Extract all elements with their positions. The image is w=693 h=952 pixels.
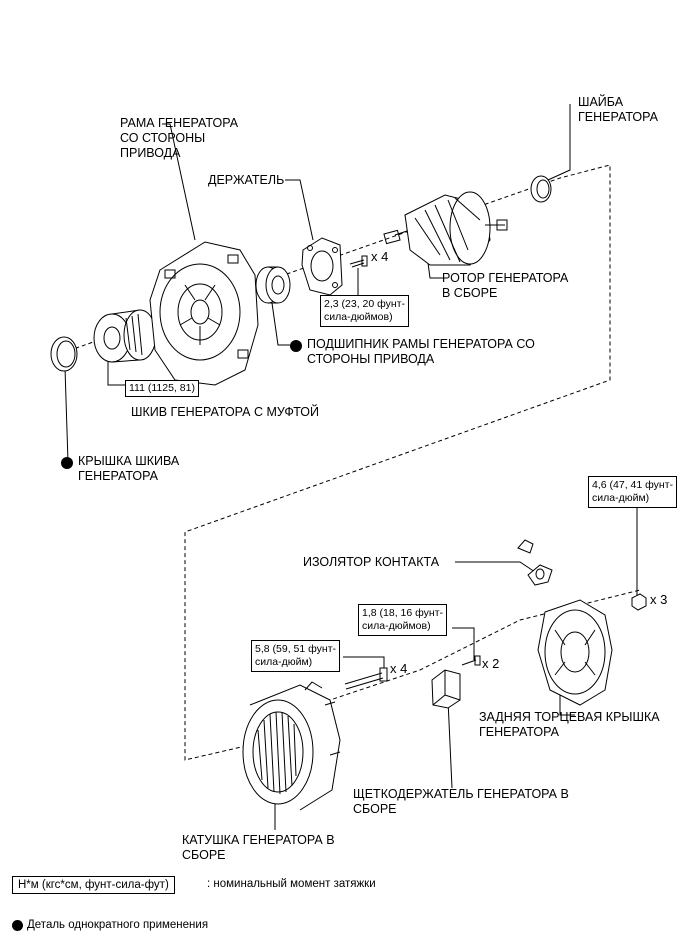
washer-part	[530, 175, 552, 203]
label-rotor: РОТОР ГЕНЕРАТОРА В СБОРЕ	[442, 271, 569, 300]
leader-rear-cover	[559, 690, 575, 716]
torque-rear-nuts: 4,6 (47, 41 фунт- сила-дюйм)	[588, 476, 677, 508]
label-washer: ШАЙБА ГЕНЕРАТОРА	[578, 95, 658, 124]
qty-through-bolts: x 4	[390, 661, 408, 676]
pulley-part	[93, 309, 157, 363]
leader-insulator	[455, 561, 536, 573]
legend-torque-unit-box: Н*м (кгс*см, фунт-сила-фут)	[12, 876, 175, 894]
qty-brush-screws: x 2	[482, 656, 500, 671]
torque-through-bolts: 5,8 (59, 51 фунт- сила-дюйм)	[251, 640, 340, 672]
label-drive-frame: РАМА ГЕНЕРАТОРА СО СТОРОНЫ ПРИВОДА	[120, 116, 239, 160]
leader-retainer	[285, 179, 314, 241]
leader-pulley-cap	[64, 367, 69, 463]
legend-single-use-dot	[12, 920, 23, 931]
single-use-marker-bearing	[290, 340, 302, 352]
drive-frame-part	[149, 241, 259, 386]
leader-bolt-torque	[343, 656, 385, 668]
single-use-marker-pulley-cap	[61, 457, 73, 469]
legend-single-use-text: Деталь однократного применения	[27, 919, 209, 931]
coil-part	[242, 681, 341, 811]
brush-screw-part	[461, 655, 481, 666]
brush-holder-part	[431, 669, 461, 709]
label-rear-cover: ЗАДНЯЯ ТОРЦЕВАЯ КРЫШКА ГЕНЕРАТОРА	[479, 710, 660, 739]
label-bearing: ПОДШИПНИК РАМЫ ГЕНЕРАТОРА СО СТОРОНЫ ПРИ…	[307, 337, 535, 366]
retainer-part	[301, 237, 343, 296]
leader-washer	[547, 104, 571, 181]
leader-bearing	[271, 302, 290, 346]
insulator-part	[517, 539, 553, 586]
leader-drive-frame	[162, 123, 196, 241]
leader-pulley	[107, 360, 125, 386]
through-bolt-part	[344, 667, 388, 690]
label-insulator: ИЗОЛЯТОР КОНТАКТА	[303, 555, 440, 569]
label-retainer: ДЕРЖАТЕЛЬ	[208, 173, 285, 187]
qty-rear-nuts: x 3	[650, 592, 668, 607]
label-brush-holder: ЩЕТКОДЕРЖАТЕЛЬ ГЕНЕРАТОРА В СБОРЕ	[353, 787, 569, 816]
leader-brush-holder	[447, 699, 453, 789]
rear-cover-part	[537, 599, 613, 706]
rear-nut-part	[631, 593, 647, 611]
torque-brush-screws: 1,8 (18, 16 фунт- сила-дюймов)	[358, 604, 447, 636]
label-coil: КАТУШКА ГЕНЕРАТОРА В СБОРЕ	[182, 833, 335, 862]
label-pulley: ШКИВ ГЕНЕРАТОРА С МУФТОЙ	[131, 405, 319, 419]
bearing-part	[255, 266, 291, 304]
qty-retainer-screws: x 4	[371, 249, 389, 264]
rotor-part	[383, 191, 508, 266]
retainer-screw-part	[349, 255, 368, 268]
torque-pulley: 111 (1125, 81)	[125, 380, 199, 397]
pulley-cap-part	[50, 336, 78, 372]
torque-retainer-screws: 2,3 (23, 20 фунт- сила-дюймов)	[320, 295, 409, 327]
leader-brush-torque	[452, 627, 475, 660]
assembly-axis-upper	[61, 164, 611, 761]
label-pulley-cap: КРЫШКА ШКИВА ГЕНЕРАТОРА	[78, 454, 180, 483]
assembly-axis-lower	[299, 589, 641, 711]
legend-torque-unit-text: : номинальный момент затяжки	[207, 878, 376, 890]
